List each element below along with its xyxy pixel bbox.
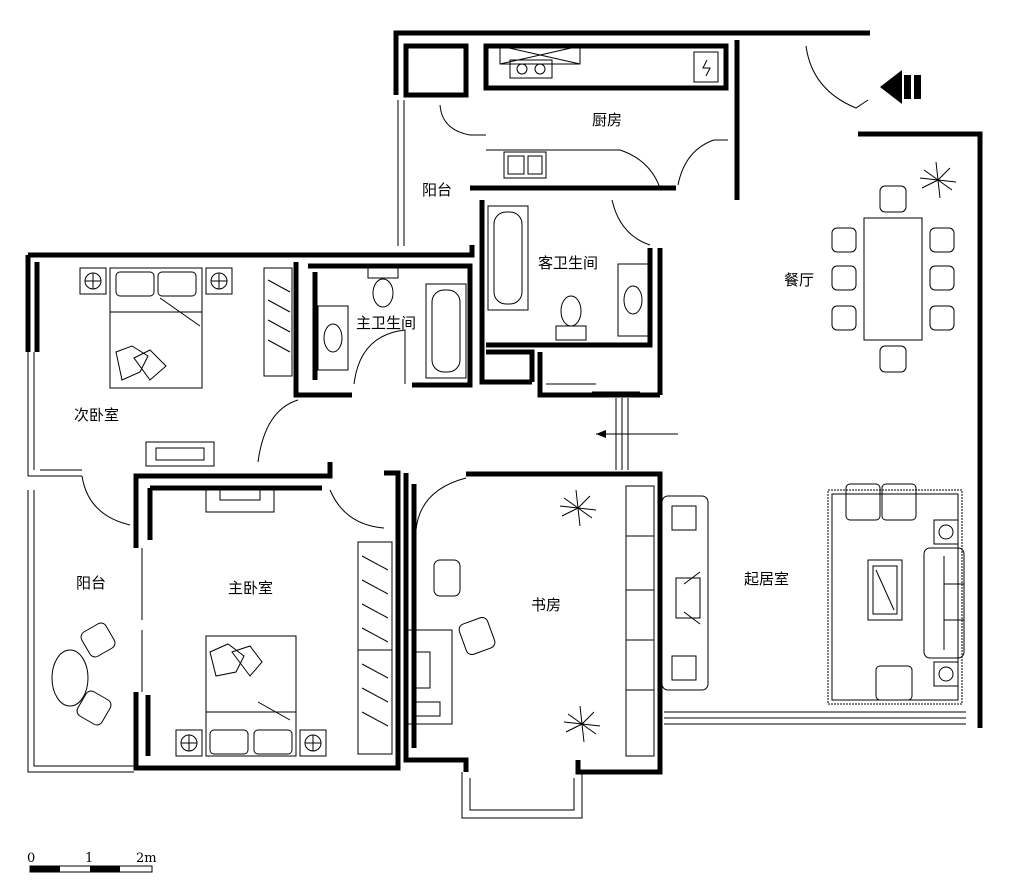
side-table-icon	[933, 519, 959, 687]
sink-icon	[617, 263, 649, 337]
room-label-living-room: 起居室	[744, 570, 789, 588]
plant-icon	[559, 489, 601, 743]
room-label-guest-bath: 客卫生间	[538, 254, 598, 272]
room-label-study: 书房	[531, 596, 561, 614]
room-label-second-bedroom: 次卧室	[74, 406, 119, 424]
bed-icon	[109, 267, 203, 389]
scale-bar: 0 1 2m	[27, 851, 157, 873]
plant-icon	[919, 161, 957, 199]
scale-tick-2: 2m	[136, 851, 157, 866]
toilet-icon	[367, 265, 399, 308]
room-label-master-bedroom: 主卧室	[228, 579, 273, 597]
desk-icon	[407, 629, 453, 725]
room-label-balcony-west: 阳台	[76, 574, 106, 592]
chair-icon	[433, 559, 496, 655]
nightstand-icon	[175, 729, 327, 757]
bathtub-icon	[487, 205, 529, 311]
wardrobe-icon	[357, 541, 393, 755]
door-swings	[81, 45, 869, 531]
desk-icon	[145, 441, 215, 467]
toilet-icon	[555, 295, 587, 341]
room-label-master-bath: 主卫生间	[356, 314, 416, 332]
room-label-balcony-north: 阳台	[422, 181, 452, 199]
rug-icon	[827, 489, 963, 705]
scale-tick-0: 0	[27, 851, 35, 866]
fridge-icon	[693, 51, 719, 83]
window-lines	[27, 100, 966, 819]
nightstand-icon	[79, 267, 233, 295]
bed-icon	[205, 635, 297, 757]
scale-tick-1: 1	[85, 851, 93, 866]
walls	[25, 30, 983, 775]
bathtub-icon	[425, 283, 467, 379]
sofa-icon	[845, 483, 965, 701]
sink-icon	[503, 151, 547, 179]
coffee-table-icon	[867, 559, 903, 621]
table-icon	[51, 649, 89, 707]
chair-icon	[76, 622, 116, 726]
entrance-arrow-icon	[880, 70, 921, 104]
flow-arrow-icon	[596, 430, 678, 438]
room-label-kitchen: 厨房	[592, 111, 622, 129]
chair-icon	[831, 185, 955, 373]
tv-cabinet-icon	[205, 487, 275, 513]
room-label-dining: 餐厅	[784, 271, 814, 289]
bookshelf-icon	[625, 485, 655, 757]
tv-cabinet-icon	[661, 495, 709, 691]
sink-icon	[317, 305, 349, 371]
wardrobe-icon	[263, 267, 293, 377]
dining-table-icon	[863, 217, 923, 341]
stove-icon	[499, 45, 581, 79]
